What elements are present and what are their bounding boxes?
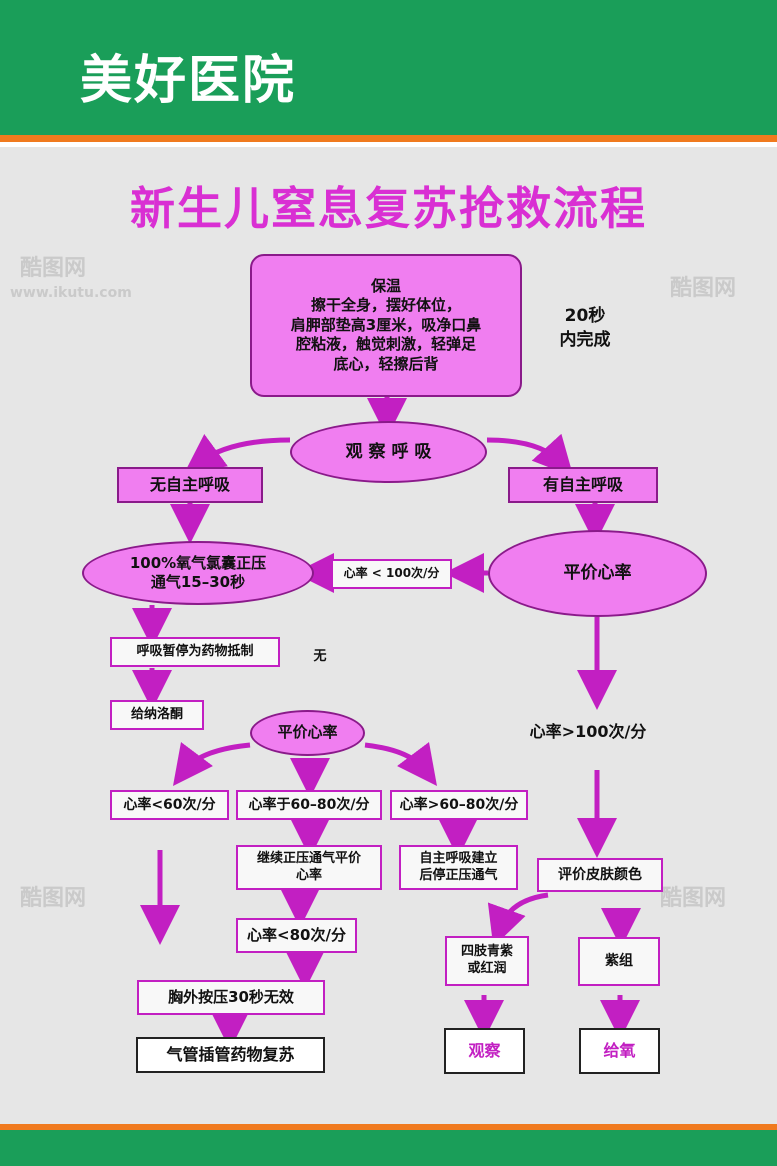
footer-stripe (0, 1124, 777, 1130)
warm-line: 擦干全身，摆好体位， (310, 296, 461, 315)
continue-line: 继续正压通气平价 (256, 850, 361, 866)
naloxone-node: 给纳洛酮 (110, 700, 204, 730)
spont-line: 后停正压通气 (419, 867, 498, 883)
time-line: 内完成 (559, 329, 611, 350)
oxygen-node: 100%氧气氯囊正压 通气15–30秒 (82, 541, 314, 605)
oxygen-line: 通气15–30秒 (150, 573, 246, 591)
give-oxygen-node: 给氧 (579, 1028, 660, 1074)
page-title: 新生儿窒息复苏抢救流程 (129, 182, 647, 235)
purple-node: 紫组 (578, 937, 660, 986)
hr-gt-60-80-node: 心率>60–80次/分 (390, 790, 528, 820)
arrow (183, 434, 291, 474)
warm-line: 腔粘液，触觉刺激，轻弹足 (295, 335, 476, 354)
observe-node: 观察 (444, 1028, 525, 1074)
header-stripe-white (0, 142, 777, 147)
continue-node: 继续正压通气平价 心率 (236, 845, 382, 890)
no-breath-node: 无自主呼吸 (117, 467, 263, 503)
hr-below-100-node: 心率 < 100次/分 (331, 559, 452, 589)
hr-60-80-node: 心率于60–80次/分 (236, 790, 382, 820)
watermark: 酷图网 (660, 886, 727, 911)
none-label: 无 (313, 649, 327, 664)
chest-compress-node: 胸外按压30秒无效 (137, 980, 325, 1015)
header-bar: 美好医院 (0, 0, 777, 135)
limbs-node: 四肢青紫 或红润 (445, 936, 529, 986)
time-note: 20秒 内完成 (540, 305, 630, 353)
arrow (487, 892, 549, 947)
hospital-name: 美好医院 (80, 51, 297, 111)
has-breath-node: 有自主呼吸 (508, 467, 658, 503)
continue-line: 心率 (295, 867, 322, 883)
warm-title: 保温 (370, 276, 401, 295)
observe-breath-node: 观 察 呼 吸 (290, 421, 487, 483)
footer-bar (0, 1130, 777, 1166)
eval-skin-node: 评价皮肤颜色 (537, 858, 663, 892)
spontaneous-node: 自主呼吸建立 后停正压通气 (399, 845, 518, 890)
limbs-line: 或红润 (467, 961, 507, 976)
arrow (172, 741, 251, 786)
eval-hr-right-node: 平价心率 (488, 530, 707, 617)
hr-lt-80-node: 心率<80次/分 (236, 918, 357, 953)
watermark: 酷图网 (670, 276, 737, 301)
eval-hr-mid-node: 平价心率 (250, 710, 365, 756)
header-stripe (0, 135, 777, 142)
spont-line: 自主呼吸建立 (419, 850, 498, 866)
arrow (486, 433, 574, 477)
hr-above-100-label: 心率>100次/分 (529, 722, 647, 741)
apnea-drug-node: 呼吸暂停为药物抵制 (110, 637, 280, 667)
warm-line: 底心，轻擦后背 (333, 354, 439, 373)
warm-box: 保温 擦干全身，摆好体位， 肩胛部垫高3厘米，吸净口鼻 腔粘液，触觉刺激，轻弹足… (250, 254, 522, 397)
limbs-line: 四肢青紫 (460, 944, 513, 960)
watermark: 酷图网 (20, 256, 87, 281)
intubation-node: 气管插管药物复苏 (136, 1037, 325, 1073)
arrow (364, 741, 438, 786)
time-line: 20秒 (564, 306, 606, 326)
warm-line: 肩胛部垫高3厘米，吸净口鼻 (290, 315, 482, 334)
hr-lt-60-node: 心率<60次/分 (110, 790, 229, 820)
oxygen-line: 100%氧气氯囊正压 (129, 553, 267, 572)
watermark: 酷图网 (20, 886, 87, 911)
watermark-url: www.ikutu.com (10, 285, 132, 301)
